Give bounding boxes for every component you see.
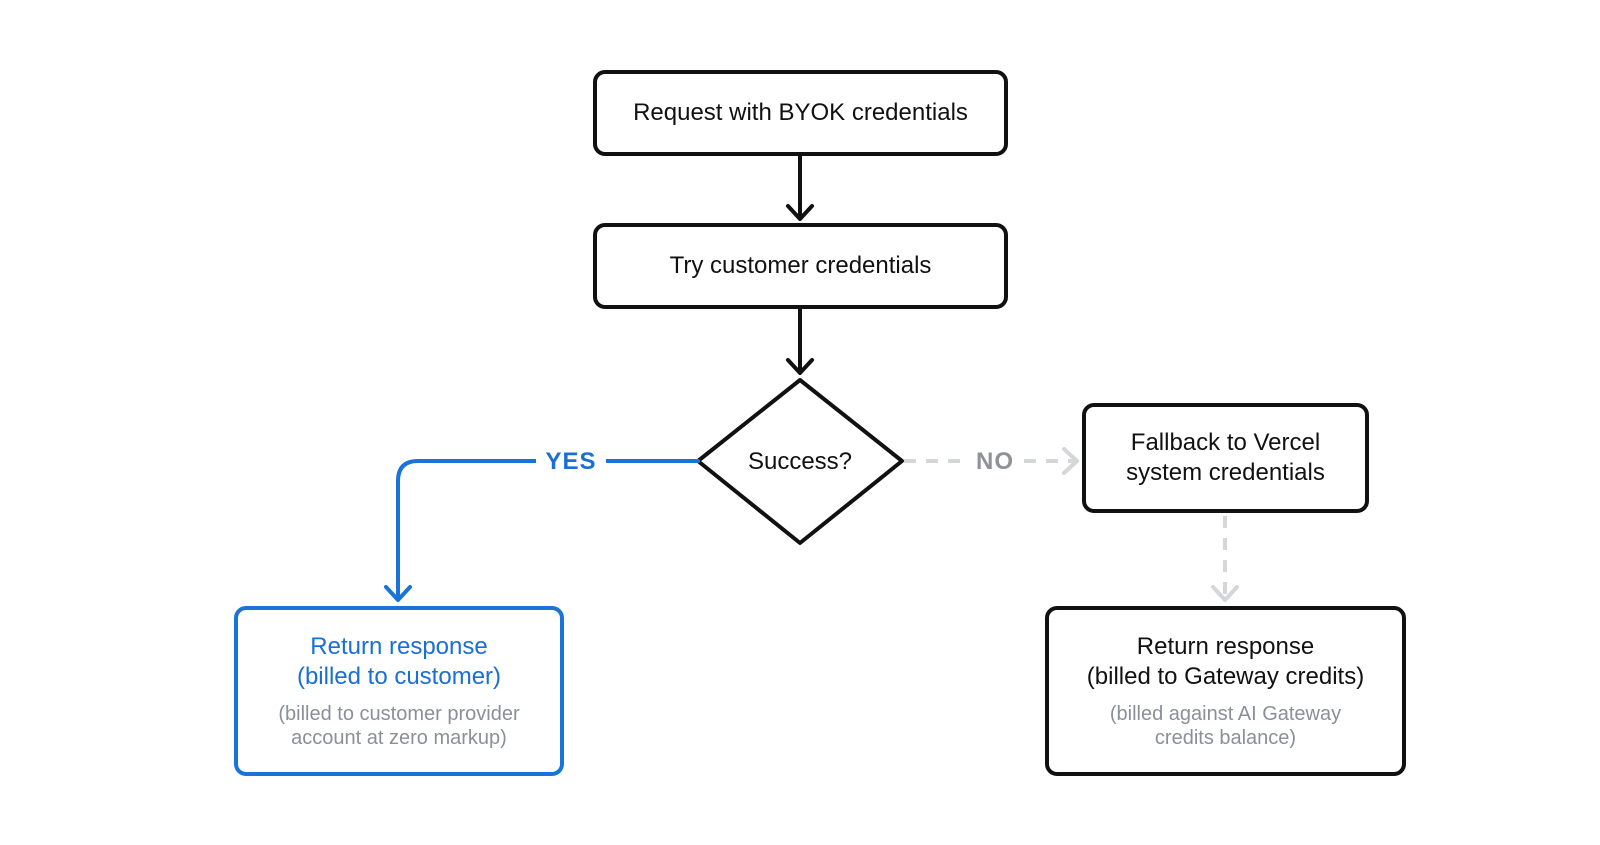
gateway-return-note-line-1: (billed against AI Gateway xyxy=(1109,703,1342,725)
decision-label: Success? xyxy=(747,448,853,475)
fallback-line-1: Fallback to Vercel xyxy=(1130,429,1321,456)
decision-diamond xyxy=(696,378,904,545)
gateway-return-line-1: Return response xyxy=(1136,633,1315,660)
gateway-return-note: (billed against AI Gateway credits balan… xyxy=(1110,702,1341,750)
customer-return-line-2: (billed to customer) xyxy=(296,663,502,690)
arrowhead-fallback-to-return xyxy=(1211,585,1239,602)
yes-label: YES xyxy=(536,446,606,478)
gateway-billed-return-node: Return response (billed to Gateway credi… xyxy=(1045,606,1406,776)
fallback-node: Fallback to Vercel system credentials xyxy=(1082,403,1369,513)
gateway-return-note-line-2: credits balance) xyxy=(1154,727,1297,749)
arrowhead-try-to-decision xyxy=(786,358,814,375)
arrowhead-no-branch xyxy=(1062,447,1079,475)
try-credentials-node: Try customer credentials xyxy=(593,223,1008,309)
customer-return-note-line-2: account at zero markup) xyxy=(291,727,507,749)
try-credentials-label: Try customer credentials xyxy=(669,252,932,279)
gateway-return-line-2: (billed to Gateway credits) xyxy=(1086,663,1365,690)
customer-billed-return-node: Return response (billed to customer) (bi… xyxy=(234,606,564,776)
customer-return-note-line-1: (billed to customer provider xyxy=(278,703,520,725)
no-label: NO xyxy=(970,446,1020,478)
arrowhead-yes-branch xyxy=(384,585,412,602)
request-node: Request with BYOK credentials xyxy=(593,70,1008,156)
yes-branch-path xyxy=(396,459,700,600)
arrowhead-request-to-try xyxy=(786,204,814,221)
customer-return-line-1: Return response xyxy=(310,633,488,660)
customer-return-note: (billed to customer provider account at … xyxy=(278,702,519,750)
fallback-line-2: system credentials xyxy=(1126,459,1325,486)
request-node-label: Request with BYOK credentials xyxy=(633,99,968,126)
